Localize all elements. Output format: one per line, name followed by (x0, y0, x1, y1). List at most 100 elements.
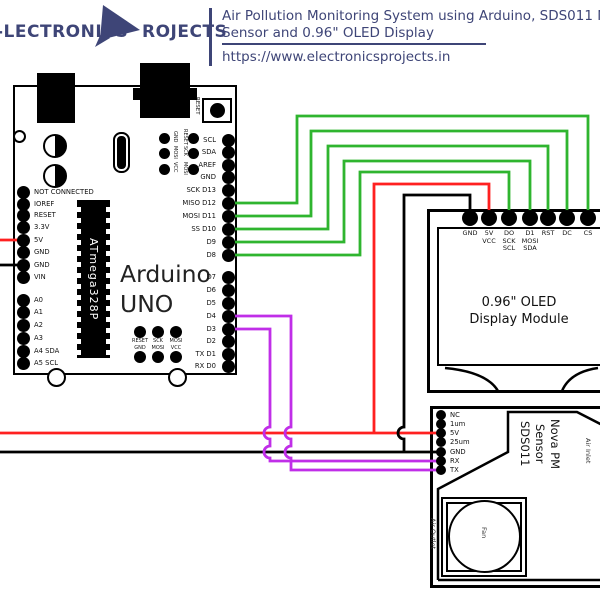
pin-vin (16, 270, 30, 284)
pin-gnd-top (221, 170, 235, 184)
pin-d9 (221, 235, 235, 249)
pin-ioref (16, 197, 30, 211)
icsp-pin (158, 132, 170, 144)
pin-d2 (221, 334, 235, 348)
power-jack (140, 63, 190, 118)
pin-gnd2 (16, 258, 30, 272)
pin-label: A5 SCL (34, 359, 58, 367)
pin-label: D5 (206, 299, 216, 307)
pin-d7 (221, 270, 235, 284)
oled-pin-vcc (481, 210, 497, 226)
pin-label: A3 (34, 334, 43, 342)
pin-label: GND (34, 248, 50, 256)
pin-label: 5V (34, 236, 43, 244)
oled-screen-label-line2: Display Module (469, 312, 569, 327)
pin-label: SS D10 (191, 225, 216, 233)
icsp-pin (187, 163, 199, 175)
icsp-label: MOSI (182, 162, 188, 175)
page-title-line1: Air Pollution Monitoring System using Ar… (222, 8, 600, 24)
pin-a0 (16, 293, 30, 307)
header-divider (209, 8, 212, 66)
oled-pin-do (501, 210, 517, 226)
pin-a4 (16, 344, 30, 358)
pin-a3 (16, 331, 30, 345)
wire-d8-do (228, 170, 511, 257)
sds011-pin-5v (436, 428, 446, 438)
mounting-hole-bottom-left (46, 367, 66, 387)
page-title-line2: Sensor and 0.96" OLED Display (222, 25, 434, 41)
pin-label: D4 (206, 312, 216, 320)
wire-gnd-oled (396, 193, 472, 452)
pin-label: A4 SDA (34, 347, 60, 355)
pin-label: 3.3V (34, 223, 50, 231)
wire-d3-rx (228, 327, 441, 463)
icsp-label: SCK (182, 146, 188, 156)
pin-d5 (221, 296, 235, 310)
pin-label: A1 (34, 308, 43, 316)
icsp-pin (158, 147, 170, 159)
pin-d6 (221, 283, 235, 297)
sds011-pin-label: 25um (450, 438, 470, 446)
sds011-pin-label: 1um (450, 420, 466, 428)
chip-label: ATmega328P (87, 237, 100, 321)
oled-pin-label: GND (462, 229, 478, 237)
pin-label: D3 (206, 325, 216, 333)
oled-pin-label: 5V VCC (482, 229, 496, 245)
pin-label: GND (34, 261, 50, 269)
oled-pin-label: RST (541, 229, 555, 237)
pin-label: SCK D13 (186, 186, 216, 194)
oled-flex-curve-right (560, 366, 599, 392)
oled-pin-gnd (462, 210, 478, 226)
pin-5v (16, 233, 30, 247)
crystal-oscillator (113, 132, 130, 173)
icsp-pin (158, 163, 170, 175)
wire-d10-rst (228, 144, 550, 231)
title-underline (222, 43, 486, 45)
oled-screen-label: 0.96" OLED Display Module (440, 294, 598, 328)
pin-a5 (16, 356, 30, 370)
pin-d13 (221, 183, 235, 197)
reset-button-cap (209, 103, 225, 118)
pin-label: RESET (34, 211, 56, 219)
mounting-hole-top (13, 130, 26, 143)
sds011-pin-label: GND (450, 448, 466, 456)
sds011-pin-tx (436, 465, 446, 475)
pin-label: MISO D12 (182, 199, 216, 207)
pin-aref (221, 158, 235, 172)
header-label: MOSI (151, 345, 165, 351)
wire-d11-dc (228, 129, 569, 218)
sds011-pin-label: 5V (450, 429, 459, 437)
pin-d11 (221, 209, 235, 223)
pin-a1 (16, 305, 30, 319)
pin-scl (221, 133, 235, 147)
board-name-line1: Arduino (120, 260, 211, 288)
sds011-pin-label: RX (450, 457, 460, 465)
pin-not-connected (16, 185, 30, 199)
oled-pin-dc (559, 210, 575, 226)
logo-text-right: ROJECTS (142, 22, 228, 42)
air-inlet-label: Air Inlet (584, 438, 592, 464)
oled-pin-cs (580, 210, 596, 226)
pin-reset (16, 208, 30, 222)
icsp-pin (187, 132, 199, 144)
oled-pin-label: D1 MOSI SDA (521, 229, 539, 252)
reset-button-label: RESET (194, 97, 200, 115)
pin-d1 (221, 347, 235, 361)
pin-label: IOREF (34, 200, 55, 208)
fan-circle (448, 500, 521, 573)
pin-d4 (221, 309, 235, 323)
board-name-line2: UNO (120, 290, 174, 318)
icsp-label: GND (172, 131, 178, 143)
pin-3v3 (16, 220, 30, 234)
pin-label: GND (200, 173, 216, 181)
sds011-pin-nc (436, 410, 446, 420)
header-pin (170, 351, 182, 363)
pin-label: A2 (34, 321, 43, 329)
icsp-pin (187, 147, 199, 159)
power-jack-tab-left (133, 88, 140, 100)
site-url: https://www.electronicsprojects.in (222, 49, 451, 65)
atmega-chip (77, 200, 110, 358)
